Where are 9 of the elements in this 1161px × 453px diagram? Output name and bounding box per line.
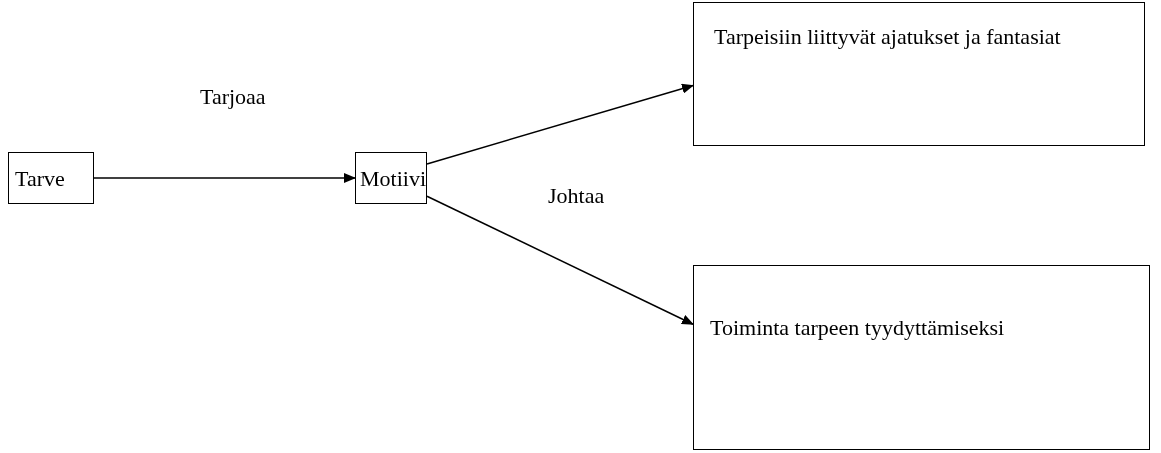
text-box: Motiivi [355,152,427,204]
text-box: Tarpeisiin liittyvät ajatukset ja fantasiat [693,2,1145,146]
edge-label: Tarjoaa [200,84,266,110]
arrow [426,83,694,165]
relation-label: Johtaa [548,183,605,209]
text-box: Tarve [8,152,94,204]
arrow [93,173,356,183]
arrow [426,195,694,325]
text-box: Toiminta tarpeen tyydyttämiseksi [693,265,1150,450]
